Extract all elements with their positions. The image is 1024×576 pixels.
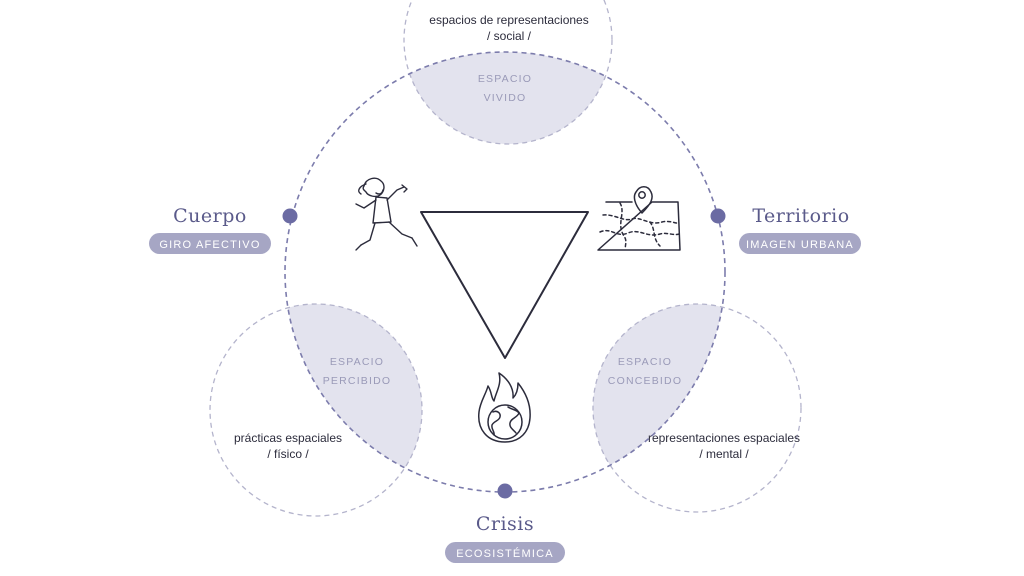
territorio-tag-pill: IMAGEN URBANA: [739, 233, 861, 254]
concebido-overlap: [593, 304, 725, 492]
crisis-title: Crisis: [476, 513, 534, 535]
cuerpo-dot: [282, 208, 298, 224]
burning-globe-icon: [478, 372, 531, 443]
vivido-circle: [403, 0, 613, 145]
territorio-tag: IMAGEN URBANA: [746, 239, 854, 251]
vivido-label-1: ESPACIO: [478, 73, 532, 85]
dancing-person-icon: [355, 177, 418, 251]
vivido-overlap: [404, 52, 612, 144]
percibido-desc-2: / físico /: [267, 447, 309, 461]
cuerpo-tag: GIRO AFECTIVO: [159, 239, 260, 251]
central-triangle: [420, 211, 589, 359]
concebido-label-1: ESPACIO: [618, 356, 672, 368]
percibido-label-1: ESPACIO: [330, 356, 384, 368]
crisis-tag-pill: ECOSISTÉMICA: [445, 542, 565, 563]
concebido-label-2: CONCEBIDO: [608, 375, 682, 387]
crisis-dot: [497, 483, 513, 499]
percibido-label-2: PERCIBIDO: [323, 375, 392, 387]
vivido-desc-2: / social /: [487, 29, 532, 43]
percibido-overlap: [285, 304, 422, 492]
percibido-circle: [209, 303, 423, 517]
cuerpo-title: Cuerpo: [173, 205, 247, 227]
crisis-tag: ECOSISTÉMICA: [456, 547, 554, 560]
concebido-desc-2: / mental /: [699, 447, 749, 461]
vivido-label-2: VIVIDO: [484, 92, 527, 104]
territorio-title: Territorio: [752, 205, 849, 227]
percibido-desc-1: prácticas espaciales: [234, 431, 342, 445]
concebido-desc-1: representaciones espaciales: [648, 431, 800, 445]
map-pin-icon: [597, 186, 681, 251]
concebido-circle: [592, 303, 802, 513]
territorio-dot: [710, 208, 726, 224]
vivido-desc-1: espacios de representaciones: [429, 13, 588, 27]
cuerpo-tag-pill: GIRO AFECTIVO: [149, 233, 271, 254]
